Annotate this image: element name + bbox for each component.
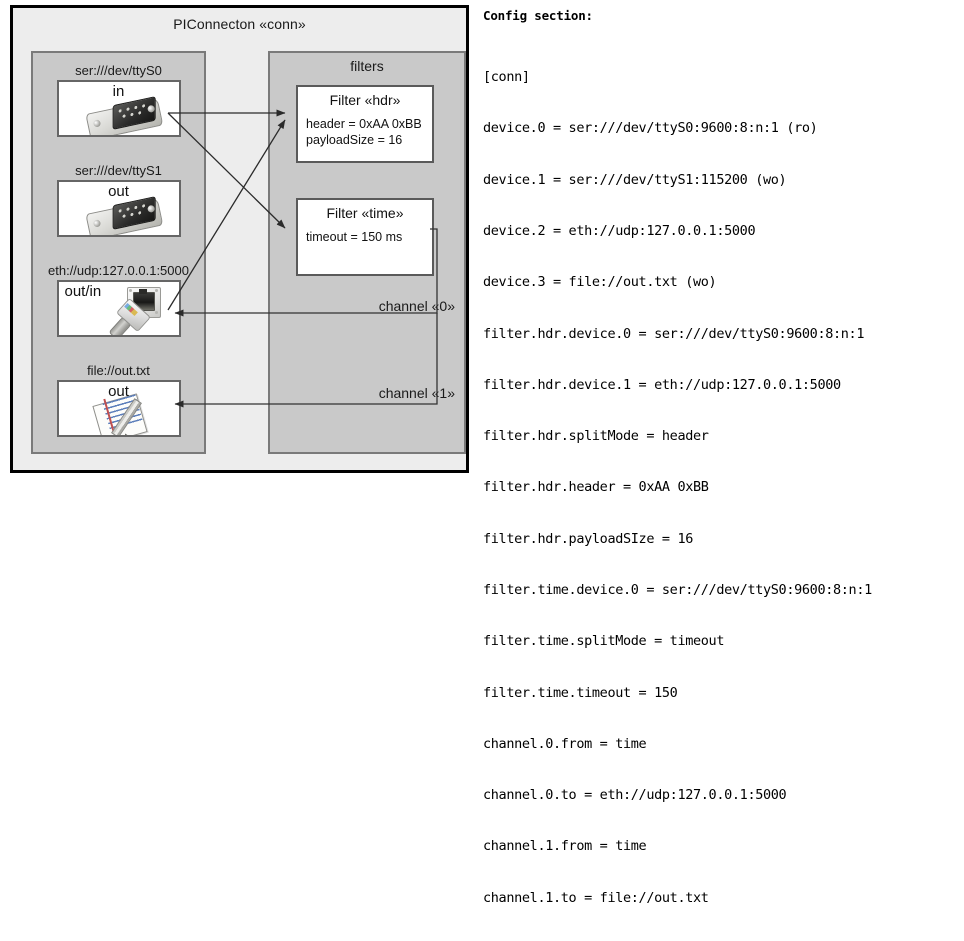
config-section: Config section: [conn] device.0 = ser://… bbox=[483, 8, 953, 941]
channel-label-1: channel «1» bbox=[378, 385, 455, 401]
config-line: channel.0.to = eth://udp:127.0.0.1:5000 bbox=[483, 787, 787, 804]
config-line: channel.0.from = time bbox=[483, 735, 647, 752]
ethernet-jack-icon bbox=[108, 286, 179, 335]
config-line: filter.time.device.0 = ser:///dev/ttyS0:… bbox=[483, 582, 872, 598]
config-line: device.0 = ser:///dev/ttyS0:9600:8:n:1 (… bbox=[483, 120, 818, 137]
config-line: filter.time.splitMode = timeout bbox=[483, 633, 725, 650]
config-line: filter.hdr.device.1 = eth://udp:127.0.0.… bbox=[483, 376, 841, 393]
device-entry-eth[interactable]: eth://udp:127.0.0.1:5000 out/in bbox=[33, 263, 204, 337]
device-box-label-eth: out/in bbox=[64, 283, 102, 300]
config-lines: [conn] device.0 = ser:///dev/ttyS0:9600:… bbox=[483, 35, 953, 941]
filter-box-hdr[interactable]: Filter «hdr» header = 0xAA 0xBB payloadS… bbox=[296, 85, 434, 163]
channel-label-0: channel «0» bbox=[378, 298, 455, 314]
device-box-ttys1[interactable]: out bbox=[56, 180, 181, 237]
device-label-file: file://out.txt bbox=[87, 363, 150, 378]
config-line: device.1 = ser:///dev/ttyS1:115200 (wo) bbox=[483, 171, 787, 188]
config-line: filter.time.timeout = 150 bbox=[483, 684, 678, 701]
config-line: device.3 = file://out.txt (wo) bbox=[483, 274, 717, 291]
device-box-label-ttys1: out bbox=[108, 183, 129, 200]
device-label-eth: eth://udp:127.0.0.1:5000 bbox=[48, 263, 189, 278]
piconnector-title: PIConnecton «conn» bbox=[173, 16, 306, 32]
config-line: device.2 = eth://udp:127.0.0.1:5000 bbox=[483, 223, 756, 240]
filters-panel: filters Filter «hdr» header = 0xAA 0xBB … bbox=[268, 51, 466, 454]
device-entry-ttys0[interactable]: ser:///dev/ttyS0 in bbox=[33, 63, 204, 137]
diagram-root: PIConnecton «conn» ser:///dev/ttyS0 in bbox=[10, 5, 872, 906]
filter-prop-hdr-header: header = 0xAA 0xBB bbox=[306, 117, 422, 131]
config-line: filter.hdr.header = 0xAA 0xBB bbox=[483, 479, 709, 496]
device-box-ttys0[interactable]: in bbox=[56, 80, 181, 137]
config-line: [conn] bbox=[483, 69, 530, 86]
device-entry-ttys1[interactable]: ser:///dev/ttyS1 out bbox=[33, 163, 204, 237]
filter-title-time: Filter «time» bbox=[326, 205, 404, 221]
config-line: filter.hdr.splitMode = header bbox=[483, 428, 709, 445]
device-box-file[interactable]: out bbox=[56, 380, 181, 437]
device-label-ttys1: ser:///dev/ttyS1 bbox=[75, 163, 162, 178]
device-label-ttys0: ser:///dev/ttyS0 bbox=[75, 63, 162, 78]
device-box-label-file: out bbox=[108, 383, 129, 400]
config-line: filter.hdr.payloadSIze = 16 bbox=[483, 530, 693, 547]
devices-panel: ser:///dev/ttyS0 in ser:///dev/ttyS1 bbox=[31, 51, 206, 454]
config-heading: Config section: bbox=[483, 8, 593, 23]
piconnector-container: PIConnecton «conn» ser:///dev/ttyS0 in bbox=[10, 5, 469, 473]
file-notepad-icon bbox=[91, 393, 165, 435]
filter-title-hdr: Filter «hdr» bbox=[329, 92, 401, 108]
device-entry-file[interactable]: file://out.txt out bbox=[33, 363, 204, 437]
config-line: channel.1.from = time bbox=[483, 838, 647, 855]
device-box-label-ttys0: in bbox=[112, 83, 125, 100]
filter-prop-hdr-payload: payloadSize = 16 bbox=[306, 133, 403, 147]
filter-box-time[interactable]: Filter «time» timeout = 150 ms bbox=[296, 198, 434, 276]
device-box-eth[interactable]: out/in bbox=[56, 280, 181, 337]
filters-panel-title: filters bbox=[350, 58, 384, 74]
config-line: filter.hdr.device.0 = ser:///dev/ttyS0:9… bbox=[483, 325, 865, 342]
filter-prop-time-timeout: timeout = 150 ms bbox=[306, 230, 403, 244]
config-line: channel.1.to = file://out.txt bbox=[483, 889, 709, 906]
